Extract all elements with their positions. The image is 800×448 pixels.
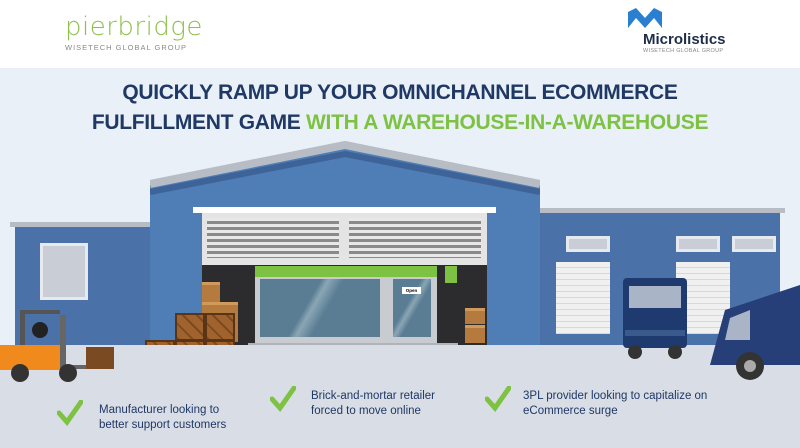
right-window-2 <box>676 236 720 252</box>
box <box>202 282 220 302</box>
loading-door-1 <box>556 262 610 334</box>
point-text-line: 3PL provider looking to capitalize on <box>523 390 708 402</box>
header-bar <box>0 0 800 68</box>
microlistics-logo-tagline: WISETECH GLOBAL GROUP <box>643 48 724 54</box>
trucks <box>623 278 800 380</box>
title-line-2-green: WITH A WAREHOUSE-IN-A-WAREHOUSE <box>306 111 709 134</box>
point-manufacturer: Manufacturer looking to better support c… <box>99 403 226 433</box>
forklift <box>0 310 114 382</box>
check-icon <box>485 386 511 412</box>
microlistics-mark-icon <box>628 8 662 28</box>
crate <box>175 313 205 341</box>
crate <box>205 313 235 341</box>
louver-left <box>207 218 339 258</box>
store-window <box>260 279 380 337</box>
point-retailer: Brick-and-mortar retailer forced to move… <box>311 389 435 419</box>
left-window <box>40 243 88 300</box>
title-line-1: QUICKLY RAMP UP YOUR OMNICHANNEL ECOMMER… <box>122 81 678 104</box>
pierbridge-logo-name: pierbridge <box>65 12 203 42</box>
canopy <box>193 207 496 213</box>
right-window-3 <box>732 236 776 252</box>
hanging-sign <box>445 266 457 283</box>
check-icon <box>57 400 83 426</box>
point-3pl: 3PL provider looking to capitalize on eC… <box>523 389 707 419</box>
open-sign: Open <box>402 287 421 294</box>
point-text-line: eCommerce surge <box>523 405 618 417</box>
page-title: QUICKLY RAMP UP YOUR OMNICHANNEL ECOMMER… <box>0 78 800 138</box>
point-text-line: better support customers <box>99 419 227 431</box>
title-line-2-dark: FULFILLMENT GAME <box>91 111 307 134</box>
pierbridge-logo-tagline: WISETECH GLOBAL GROUP <box>65 43 187 52</box>
right-window-1 <box>566 236 610 252</box>
box <box>465 325 485 343</box>
right-wing-roof <box>530 208 785 213</box>
box <box>465 308 485 324</box>
store-sign-bar <box>255 266 437 277</box>
pierbridge-logo: pierbridge WISETECH GLOBAL GROUP <box>65 12 203 52</box>
check-icon <box>270 386 296 412</box>
left-wing-roof <box>10 222 155 227</box>
point-text-line: Manufacturer looking to <box>99 404 220 416</box>
microlistics-logo: Microlistics WISETECH GLOBAL GROUP <box>628 8 726 54</box>
title-line-2: FULFILLMENT GAME WITH A WAREHOUSE-IN-A-W… <box>0 108 800 138</box>
ground <box>0 345 800 448</box>
point-text-line: Brick-and-mortar retailer <box>311 390 435 402</box>
point-text-line: forced to move online <box>311 405 421 417</box>
microlistics-logo-name: Microlistics <box>643 31 726 48</box>
louver-right <box>349 218 481 258</box>
